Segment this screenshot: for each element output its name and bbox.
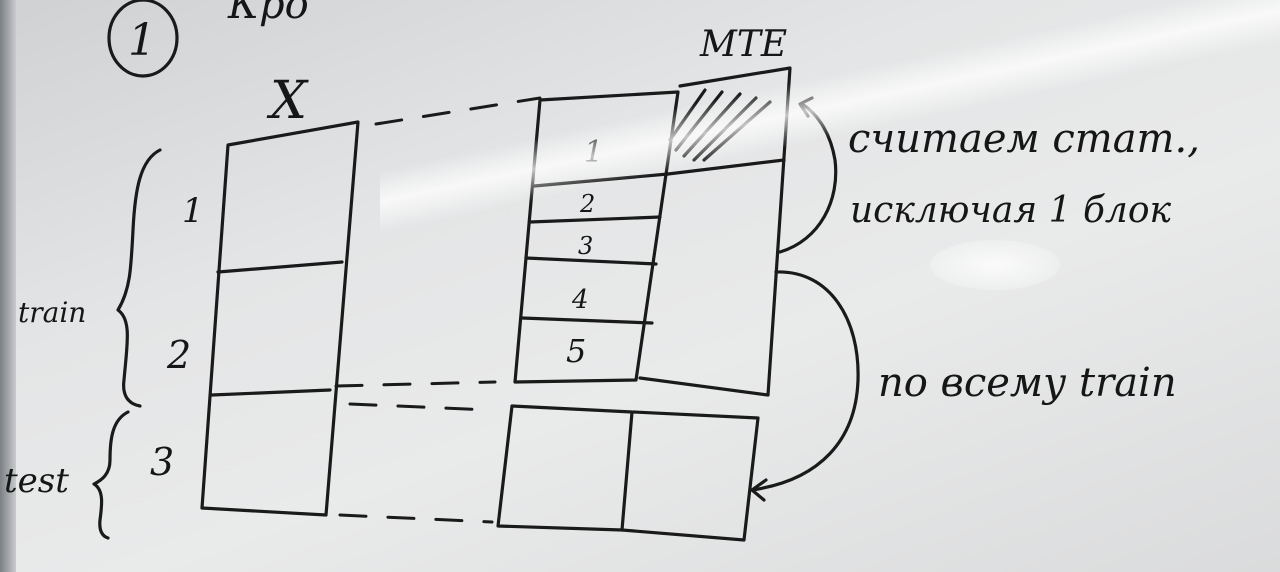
block-label-1: 1 [182,191,204,231]
mte-hatching [668,88,772,162]
fold-label-5: 5 [566,332,586,370]
note-line-3: по всему train [878,360,1177,406]
fold-label-2: 2 [579,190,595,218]
test-block-left [496,404,634,532]
arrow-full-train [750,270,860,492]
fold-label-4: 4 [571,285,589,315]
mte-column-outline [638,66,792,397]
train-brace [116,148,162,408]
test-brace [92,410,130,540]
matrix-x-divider-2 [210,388,332,397]
title-partial: Кро [227,0,309,28]
fold-divider-3 [524,256,658,266]
light-spot [930,240,1060,290]
step-number: 1 [128,15,156,66]
connector-bottom [338,513,494,524]
matrix-x-outline [200,120,360,517]
mte-divider [666,158,786,176]
note-line-2: исключая 1 блок [850,190,1172,231]
train-label: train [18,296,86,329]
note-line-1: считаем стат., [848,116,1200,162]
fold-label-3: 3 [578,232,593,260]
fold-label-1: 1 [584,135,603,170]
step-circle [107,0,179,78]
matrix-label: X [266,71,309,131]
fold-divider-1 [532,172,670,188]
block-label-3: 3 [150,440,174,484]
whiteboard-frame [0,0,16,572]
test-label: test [4,461,69,501]
block-label-2: 2 [166,333,191,377]
mte-label: MTE [699,24,787,65]
connector-mid-2 [348,402,492,412]
matrix-x-divider-1 [216,260,344,274]
test-block-right [620,410,760,542]
arrow-exclude-block [778,102,838,254]
arrow-full-train-head [750,478,768,502]
fold-divider-4 [520,316,654,325]
connector-top [374,96,542,126]
connector-mid-1 [334,380,497,388]
